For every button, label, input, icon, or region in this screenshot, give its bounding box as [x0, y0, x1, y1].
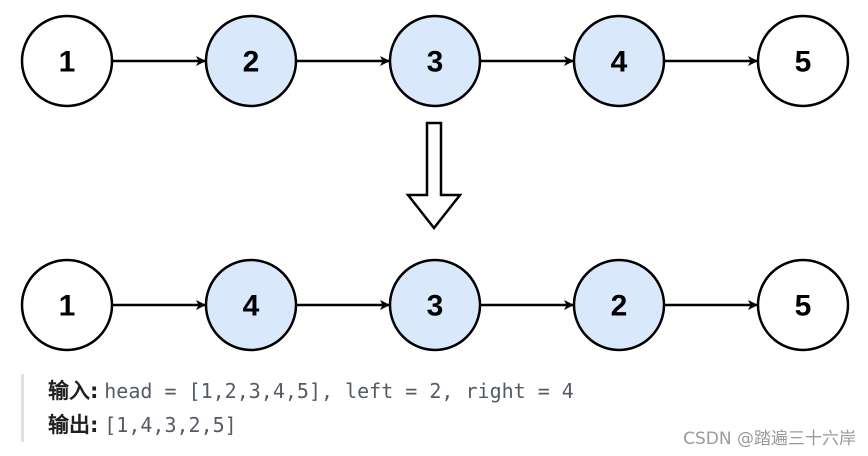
original-node-value: 4 [611, 46, 628, 79]
reversed-list-node [204, 258, 298, 352]
input-value: head = [1,2,3,4,5], left = 2, right = 4 [104, 379, 574, 403]
watermark: CSDN @踏遍三十六岸 [683, 429, 856, 449]
example-block: 输入: head = [1,2,3,4,5], left = 2, right … [21, 374, 574, 442]
output-label: 输出: [48, 413, 99, 437]
original-node-value: 5 [795, 46, 812, 79]
linked-list-reversal-diagram: 1 2 3 4 5 1 4 3 2 5 [20, 14, 850, 352]
reversed-list-node [572, 258, 666, 352]
reversed-node-value: 4 [243, 290, 260, 323]
original-list-row: 1 2 3 4 5 [20, 14, 850, 108]
reversed-list-node [388, 258, 482, 352]
original-node-value: 3 [427, 46, 444, 79]
original-node-value: 1 [59, 46, 76, 79]
reversed-node-value: 2 [611, 290, 628, 323]
original-list-node [20, 14, 114, 108]
original-list-node [756, 14, 850, 108]
example-output-line: 输出: [1,4,3,2,5] [48, 408, 574, 442]
reversed-list-row: 1 4 3 2 5 [20, 258, 850, 352]
input-label: 输入: [48, 379, 99, 403]
original-list-node [572, 14, 666, 108]
example-input-line: 输入: head = [1,2,3,4,5], left = 2, right … [48, 374, 574, 408]
reversed-node-value: 3 [427, 290, 444, 323]
reversed-list-node [756, 258, 850, 352]
output-value: [1,4,3,2,5] [104, 413, 237, 437]
original-list-node [204, 14, 298, 108]
original-list-node [388, 14, 482, 108]
reversed-node-value: 5 [795, 290, 812, 323]
original-node-value: 2 [243, 46, 260, 79]
transform-down-arrow [405, 121, 463, 231]
reversed-list-node [20, 258, 114, 352]
reversed-node-value: 1 [59, 290, 76, 323]
